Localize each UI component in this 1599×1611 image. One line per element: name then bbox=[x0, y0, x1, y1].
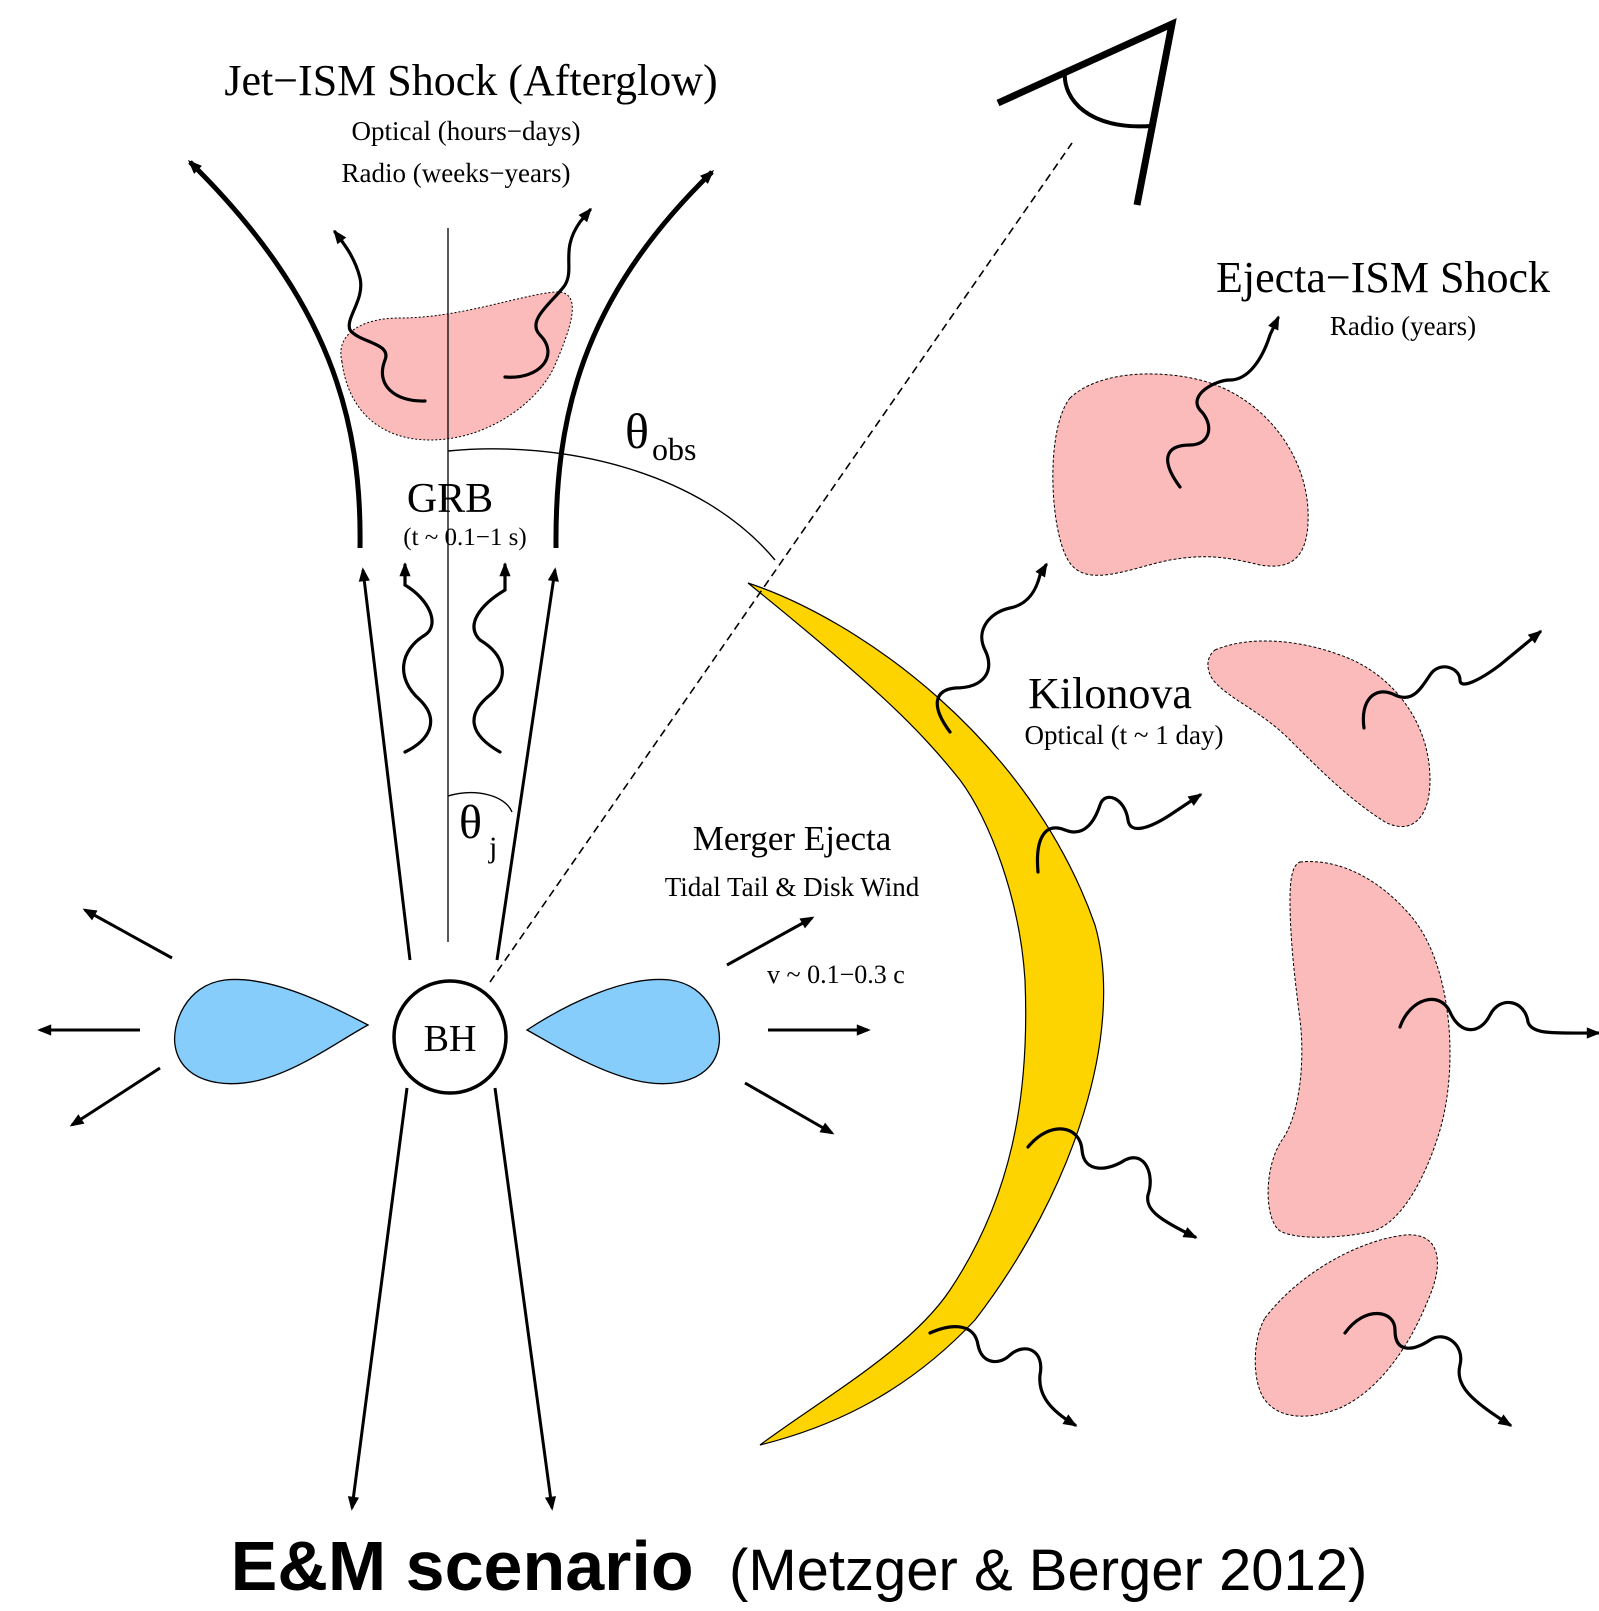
kilonova-optical-label: Optical (t ~ 1 day) bbox=[1024, 720, 1223, 750]
jet-wall-left bbox=[190, 162, 360, 548]
jet-ism-radio: Radio (weeks−years) bbox=[342, 158, 571, 188]
svg-text:j: j bbox=[488, 831, 497, 864]
kilonova-label: Kilonova bbox=[1028, 669, 1192, 718]
merger-ejecta-label: Merger Ejecta bbox=[693, 819, 892, 858]
jet-wall-right bbox=[556, 172, 712, 548]
jet-ism-optical: Optical (hours−days) bbox=[352, 116, 581, 146]
grb-label: GRB bbox=[407, 476, 493, 522]
ejecta-shock-region-1 bbox=[1053, 374, 1308, 575]
jet-arrow-down-right bbox=[495, 1088, 552, 1508]
grb-time-label: (t ~ 0.1−1 s) bbox=[403, 524, 526, 551]
outflow-arrow-4 bbox=[727, 918, 812, 965]
grb-photon-left bbox=[404, 565, 432, 752]
ejecta-shock-region-4 bbox=[1255, 1235, 1437, 1416]
caption: E&M scenario (Metzger & Berger 2012) bbox=[231, 1527, 1368, 1605]
ejecta-ism-title: Ejecta−ISM Shock bbox=[1216, 253, 1550, 302]
velocity-label: v ~ 0.1−0.3 c bbox=[767, 960, 905, 989]
theta-j-label: θ j bbox=[459, 796, 497, 864]
jet-arrow-left bbox=[363, 570, 410, 960]
ejecta-shock-region-2 bbox=[1208, 641, 1430, 827]
svg-text:θ: θ bbox=[625, 403, 649, 459]
merger-ejecta-sub-label: Tidal Tail & Disk Wind bbox=[665, 872, 920, 902]
svg-text:θ: θ bbox=[459, 796, 482, 849]
outflow-arrow-1 bbox=[85, 910, 172, 958]
outflow-arrow-6 bbox=[745, 1083, 832, 1133]
eye-icon bbox=[998, 24, 1172, 205]
ejecta-ism-radio: Radio (years) bbox=[1330, 311, 1476, 341]
caption-bold: E&M scenario bbox=[231, 1527, 694, 1605]
grb-photon-right bbox=[474, 565, 505, 752]
ejecta-shock-region-3 bbox=[1268, 862, 1450, 1238]
jet-ism-title: Jet−ISM Shock (Afterglow) bbox=[224, 56, 717, 105]
bh-label: BH bbox=[424, 1018, 477, 1060]
accretion-disk-left bbox=[175, 979, 368, 1083]
caption-ref: (Metzger & Berger 2012) bbox=[729, 1538, 1367, 1603]
jet-shock-region bbox=[341, 292, 572, 440]
theta-obs-label: θ obs bbox=[625, 403, 696, 467]
accretion-disk-right bbox=[527, 979, 719, 1083]
svg-text:obs: obs bbox=[652, 431, 696, 467]
outflow-arrow-3 bbox=[72, 1068, 160, 1125]
jet-arrow-down-left bbox=[352, 1088, 407, 1508]
